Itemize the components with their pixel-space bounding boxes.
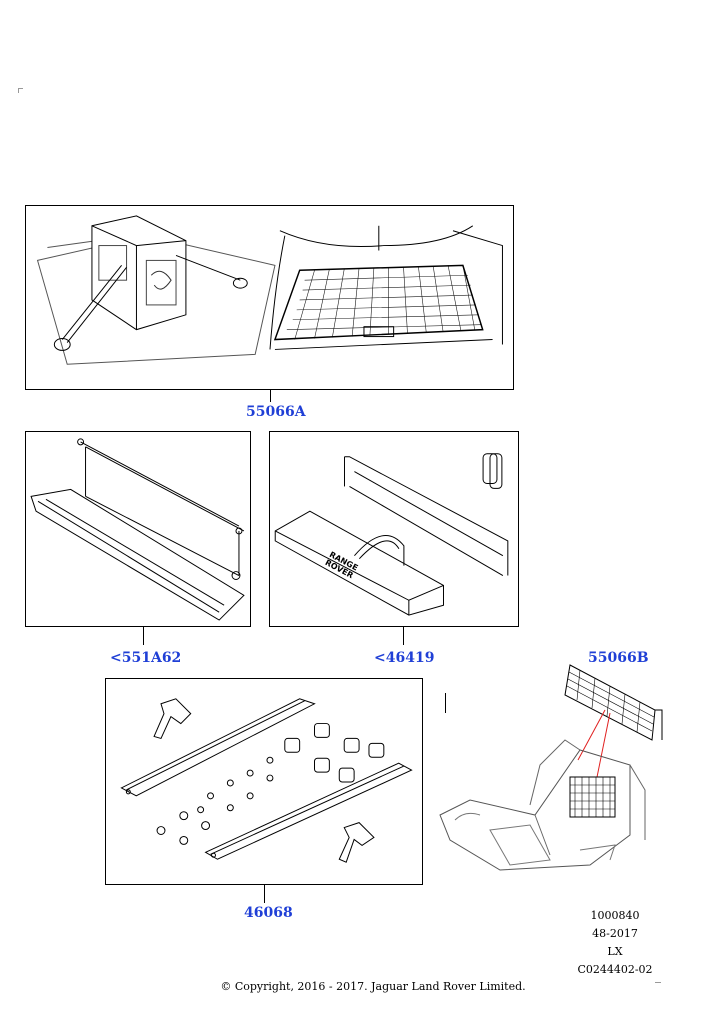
callout-leader-net-kit — [270, 390, 271, 402]
callout-leader-roller-cover — [143, 627, 144, 645]
callout-roller-cover[interactable]: <551A62 — [110, 650, 182, 666]
panel-cargo-net-kit — [25, 205, 514, 390]
partition-net-vehicle-illustration — [439, 664, 663, 871]
rail-kit-illustration — [120, 698, 413, 863]
corner-mark-bottom — [655, 982, 661, 986]
callout-partition-bag[interactable]: <46419 — [374, 650, 435, 666]
callout-leader-partition-bag — [403, 627, 404, 645]
meta-line-3: LX — [607, 945, 623, 958]
callout-leader-rail-kit — [264, 885, 265, 903]
cargo-net-kit-illustration — [36, 215, 503, 365]
separator-mark — [445, 693, 446, 713]
panel-partition-bag: RANGE ROVER — [269, 431, 519, 627]
callout-net-kit[interactable]: 55066A — [246, 404, 306, 420]
panel-rail-kit — [105, 678, 423, 885]
meta-line-4: C0244402-02 — [577, 963, 653, 976]
diagram-meta: 1000840 48-2017 LX C0244402-02 — [575, 907, 655, 979]
roller-cover-illustration — [30, 438, 245, 621]
callout-partition-net[interactable]: 55066B — [588, 650, 649, 666]
meta-line-1: 1000840 — [590, 909, 640, 922]
corner-mark — [18, 88, 23, 93]
callout-rail-kit[interactable]: 46068 — [244, 905, 293, 921]
copyright-notice: © Copyright, 2016 - 2017. Jaguar Land Ro… — [220, 980, 526, 993]
partition-bag-illustration — [274, 453, 509, 616]
meta-line-2: 48-2017 — [592, 927, 638, 940]
panel-roller-cover — [25, 431, 251, 627]
